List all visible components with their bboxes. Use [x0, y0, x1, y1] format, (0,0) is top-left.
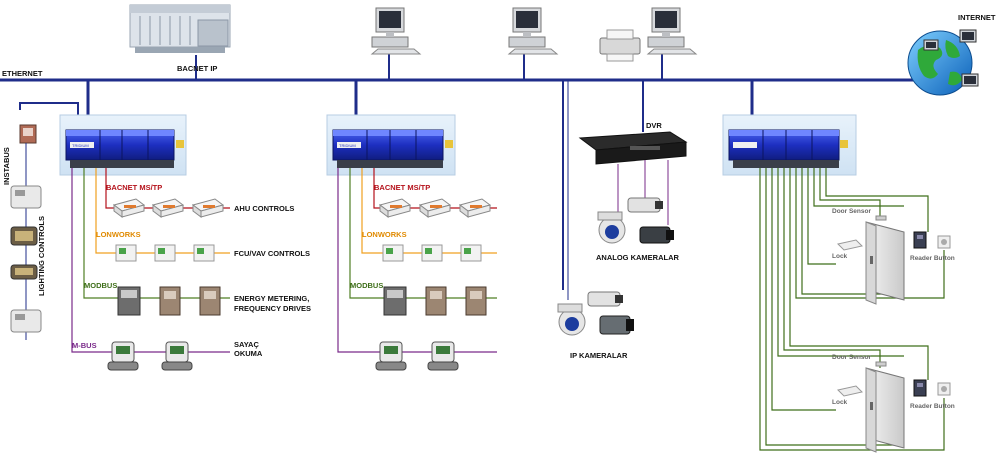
controller-2: TRIDIUM — [326, 80, 456, 176]
dvr-label: DVR — [646, 121, 662, 130]
lighting-controls-column: INSTABUS LIGHTING CONTROLS — [2, 102, 79, 340]
c1-fcu-devices: FCU/VAV CONTROLS — [115, 244, 310, 262]
workstation-3 — [646, 7, 698, 80]
analog-cameras: ANALOG KAMERALAR — [596, 197, 679, 262]
c2-lonworks-label: LONWORKS — [362, 230, 407, 239]
c1-ahu-label: AHU CONTROLS — [234, 204, 294, 213]
c1-sayac-label-1: SAYAÇ — [234, 340, 259, 349]
controller-1: TRIDIUM — [59, 80, 187, 176]
c1-modbus-label: MODBUS — [84, 281, 117, 290]
c1-lonworks-label: LONWORKS — [96, 230, 141, 239]
c1-fcu-label: FCU/VAV CONTROLS — [234, 249, 310, 258]
printer — [599, 29, 641, 62]
c1-energy-label-1: ENERGY METERING, — [234, 294, 309, 303]
dvr: DVR — [578, 80, 688, 225]
c2-modbus-label: MODBUS — [350, 281, 383, 290]
controller-1-brand: TRIDIUM — [72, 143, 89, 148]
controller-2-brand: TRIDIUM — [339, 143, 356, 148]
door-sensor-label-2: Door Sensor — [832, 354, 871, 361]
c1-energy-label-2: FREQUENCY DRIVES — [234, 304, 311, 313]
ethernet-backbone: ETHERNET — [0, 69, 915, 82]
bacnet-ip-label: BACNET IP — [177, 64, 217, 73]
lock-label-2: Lock — [832, 399, 848, 406]
ip-cameras: IP KAMERALAR — [557, 291, 634, 360]
reader-button-label-2: Reader Button — [910, 403, 955, 410]
lock-label-1: Lock — [832, 253, 848, 260]
ethernet-label: ETHERNET — [2, 69, 43, 78]
workstation-2 — [507, 7, 559, 80]
internet-label: INTERNET — [958, 13, 996, 22]
c1-energy-devices: ENERGY METERING, FREQUENCY DRIVES — [117, 286, 311, 316]
access-door-1: Door Sensor Lock Reader Button — [832, 208, 955, 305]
instabus-label: INSTABUS — [2, 147, 11, 185]
c2-devices — [375, 198, 492, 371]
workstation-1 — [370, 7, 422, 80]
reader-button-label-1: Reader Button — [910, 255, 955, 262]
ip-cameras-label: IP KAMERALAR — [570, 351, 628, 360]
c1-bacnet-label: BACNET MS/TP — [106, 183, 162, 192]
controller-3 — [722, 80, 857, 176]
ip-camera-link — [562, 80, 569, 300]
internet-globe: INTERNET — [907, 13, 996, 96]
c2-bacnet-label: BACNET MS/TP — [374, 183, 430, 192]
access-door-2: Door Sensor Lock Reader Button — [832, 354, 955, 453]
door-sensor-label-1: Door Sensor — [832, 208, 871, 215]
c1-ahu-devices: AHU CONTROLS — [112, 198, 294, 218]
lighting-controls-label: LIGHTING CONTROLS — [37, 216, 46, 296]
analog-cameras-label: ANALOG KAMERALAR — [596, 253, 679, 262]
chiller-unit: BACNET IP — [129, 4, 231, 80]
c1-mbus-label: M-BUS — [72, 341, 97, 350]
controller-1-buses: BACNET MS/TP LONWORKS MODBUS M-BUS — [71, 168, 230, 353]
c1-meter-devices: SAYAÇ OKUMA — [107, 340, 263, 371]
c1-sayac-label-2: OKUMA — [234, 349, 263, 358]
